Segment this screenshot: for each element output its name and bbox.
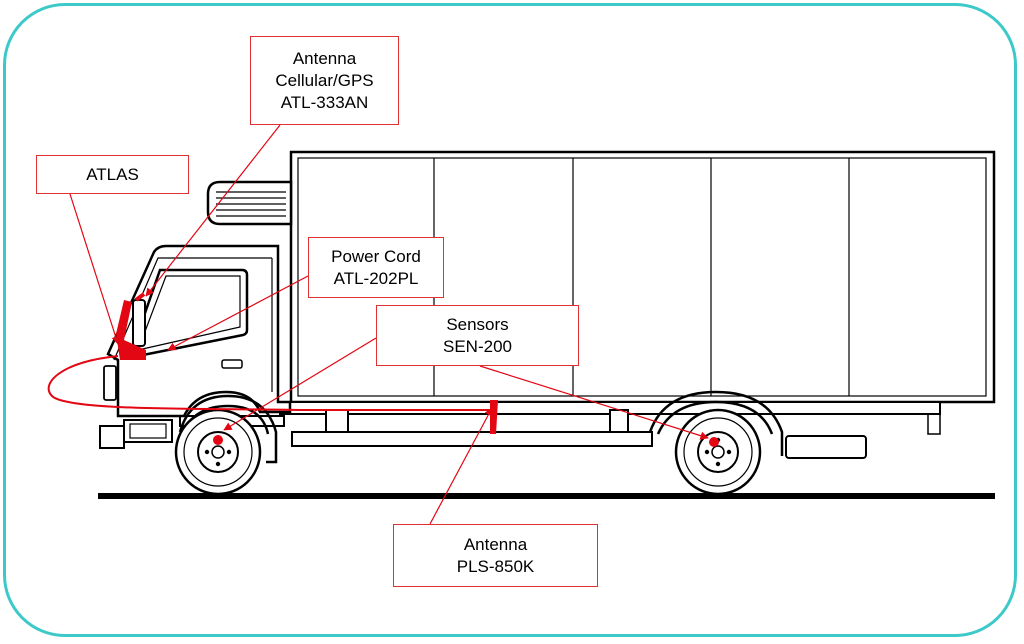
callout-antenna-pls-line2: PLS-850K xyxy=(456,556,535,576)
callout-antenna-cellular-line3: ATL-333AN xyxy=(280,92,369,112)
callout-atlas: ATLAS xyxy=(36,155,189,194)
cellular-antenna-device xyxy=(134,292,146,302)
callout-atlas-label: ATLAS xyxy=(86,164,139,184)
leader-power-cord xyxy=(167,275,309,351)
leader-antenna-pls xyxy=(429,407,493,525)
diagram-frame xyxy=(3,3,1017,637)
callout-power-cord-line2: ATL-202PL xyxy=(333,268,419,288)
pls-antenna-device xyxy=(490,400,498,434)
leader-sensors-rear xyxy=(479,365,709,440)
front-sensor xyxy=(213,435,223,445)
rear-wheel xyxy=(674,408,762,496)
front-wheel xyxy=(174,408,262,496)
refrigeration-unit xyxy=(206,180,293,226)
callout-antenna-cellular-line2: Cellular/GPS xyxy=(275,70,374,90)
leader-atlas xyxy=(69,193,120,345)
callout-power-cord: Power Cord ATL-202PL xyxy=(308,237,444,298)
leader-lines xyxy=(69,124,709,525)
callout-sensors: Sensors SEN-200 xyxy=(376,305,579,366)
leader-antenna-cellular xyxy=(145,124,281,297)
power-cord-wire xyxy=(47,355,496,411)
callout-sensors-line2: SEN-200 xyxy=(443,336,512,356)
callout-antenna-pls: Antenna PLS-850K xyxy=(393,524,598,587)
mirror xyxy=(132,299,146,347)
rear-sensor xyxy=(709,437,719,447)
cab xyxy=(99,244,292,449)
callout-antenna-cellular-line1: Antenna xyxy=(292,48,357,68)
atlas-device xyxy=(116,300,146,360)
callout-antenna-pls-line1: Antenna xyxy=(463,534,528,554)
callout-antenna-cellular-gps: Antenna Cellular/GPS ATL-333AN xyxy=(250,36,399,125)
chassis xyxy=(179,401,941,459)
callout-sensors-line1: Sensors xyxy=(446,314,509,334)
callout-power-cord-line1: Power Cord xyxy=(331,246,421,266)
leader-sensors-front xyxy=(223,337,377,431)
